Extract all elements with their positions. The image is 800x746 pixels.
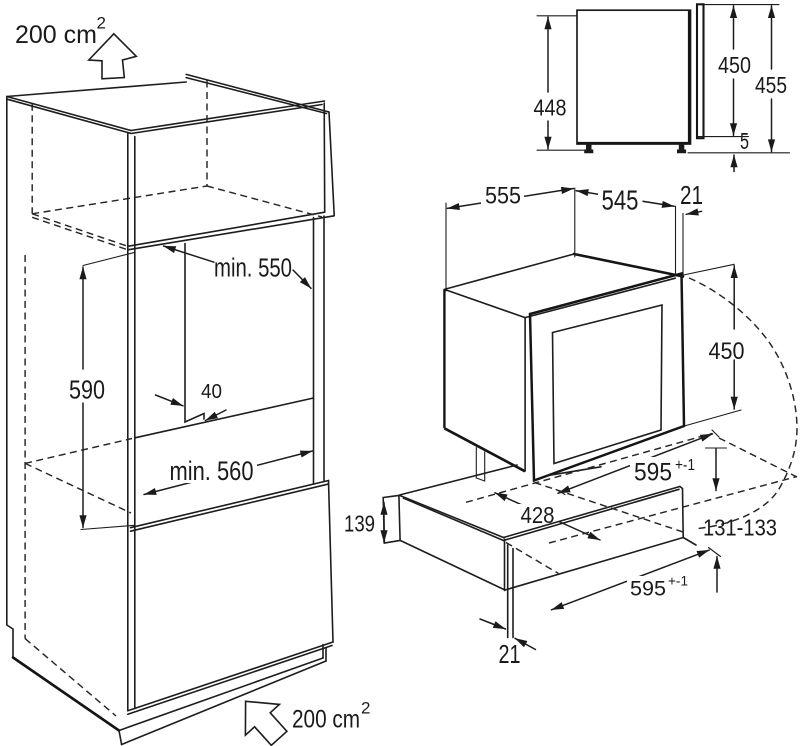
svg-text:2: 2 [361,699,370,718]
svg-text:455: 455 [755,72,787,98]
svg-text:590: 590 [69,375,105,405]
svg-text:200 cm: 200 cm [292,706,360,734]
svg-text:+-1: +-1 [668,573,688,589]
svg-text:139: 139 [344,511,375,537]
svg-text:595: 595 [630,578,666,601]
svg-text:595: 595 [634,459,672,487]
svg-text:450: 450 [718,52,751,78]
svg-text:131-133: 131-133 [703,515,777,541]
svg-text:+-1: +-1 [675,457,695,474]
svg-text:200 cm: 200 cm [15,21,97,49]
svg-text:21: 21 [680,182,703,210]
svg-text:450: 450 [709,338,745,365]
svg-text:545: 545 [602,185,639,216]
svg-text:40: 40 [201,381,222,403]
svg-text:2: 2 [97,14,106,33]
svg-text:555: 555 [485,183,521,210]
svg-text:min. 560: min. 560 [170,456,254,486]
svg-text:21: 21 [499,641,521,669]
svg-text:min. 550: min. 550 [214,255,292,283]
svg-text:448: 448 [534,95,567,121]
svg-text:5: 5 [740,128,749,154]
